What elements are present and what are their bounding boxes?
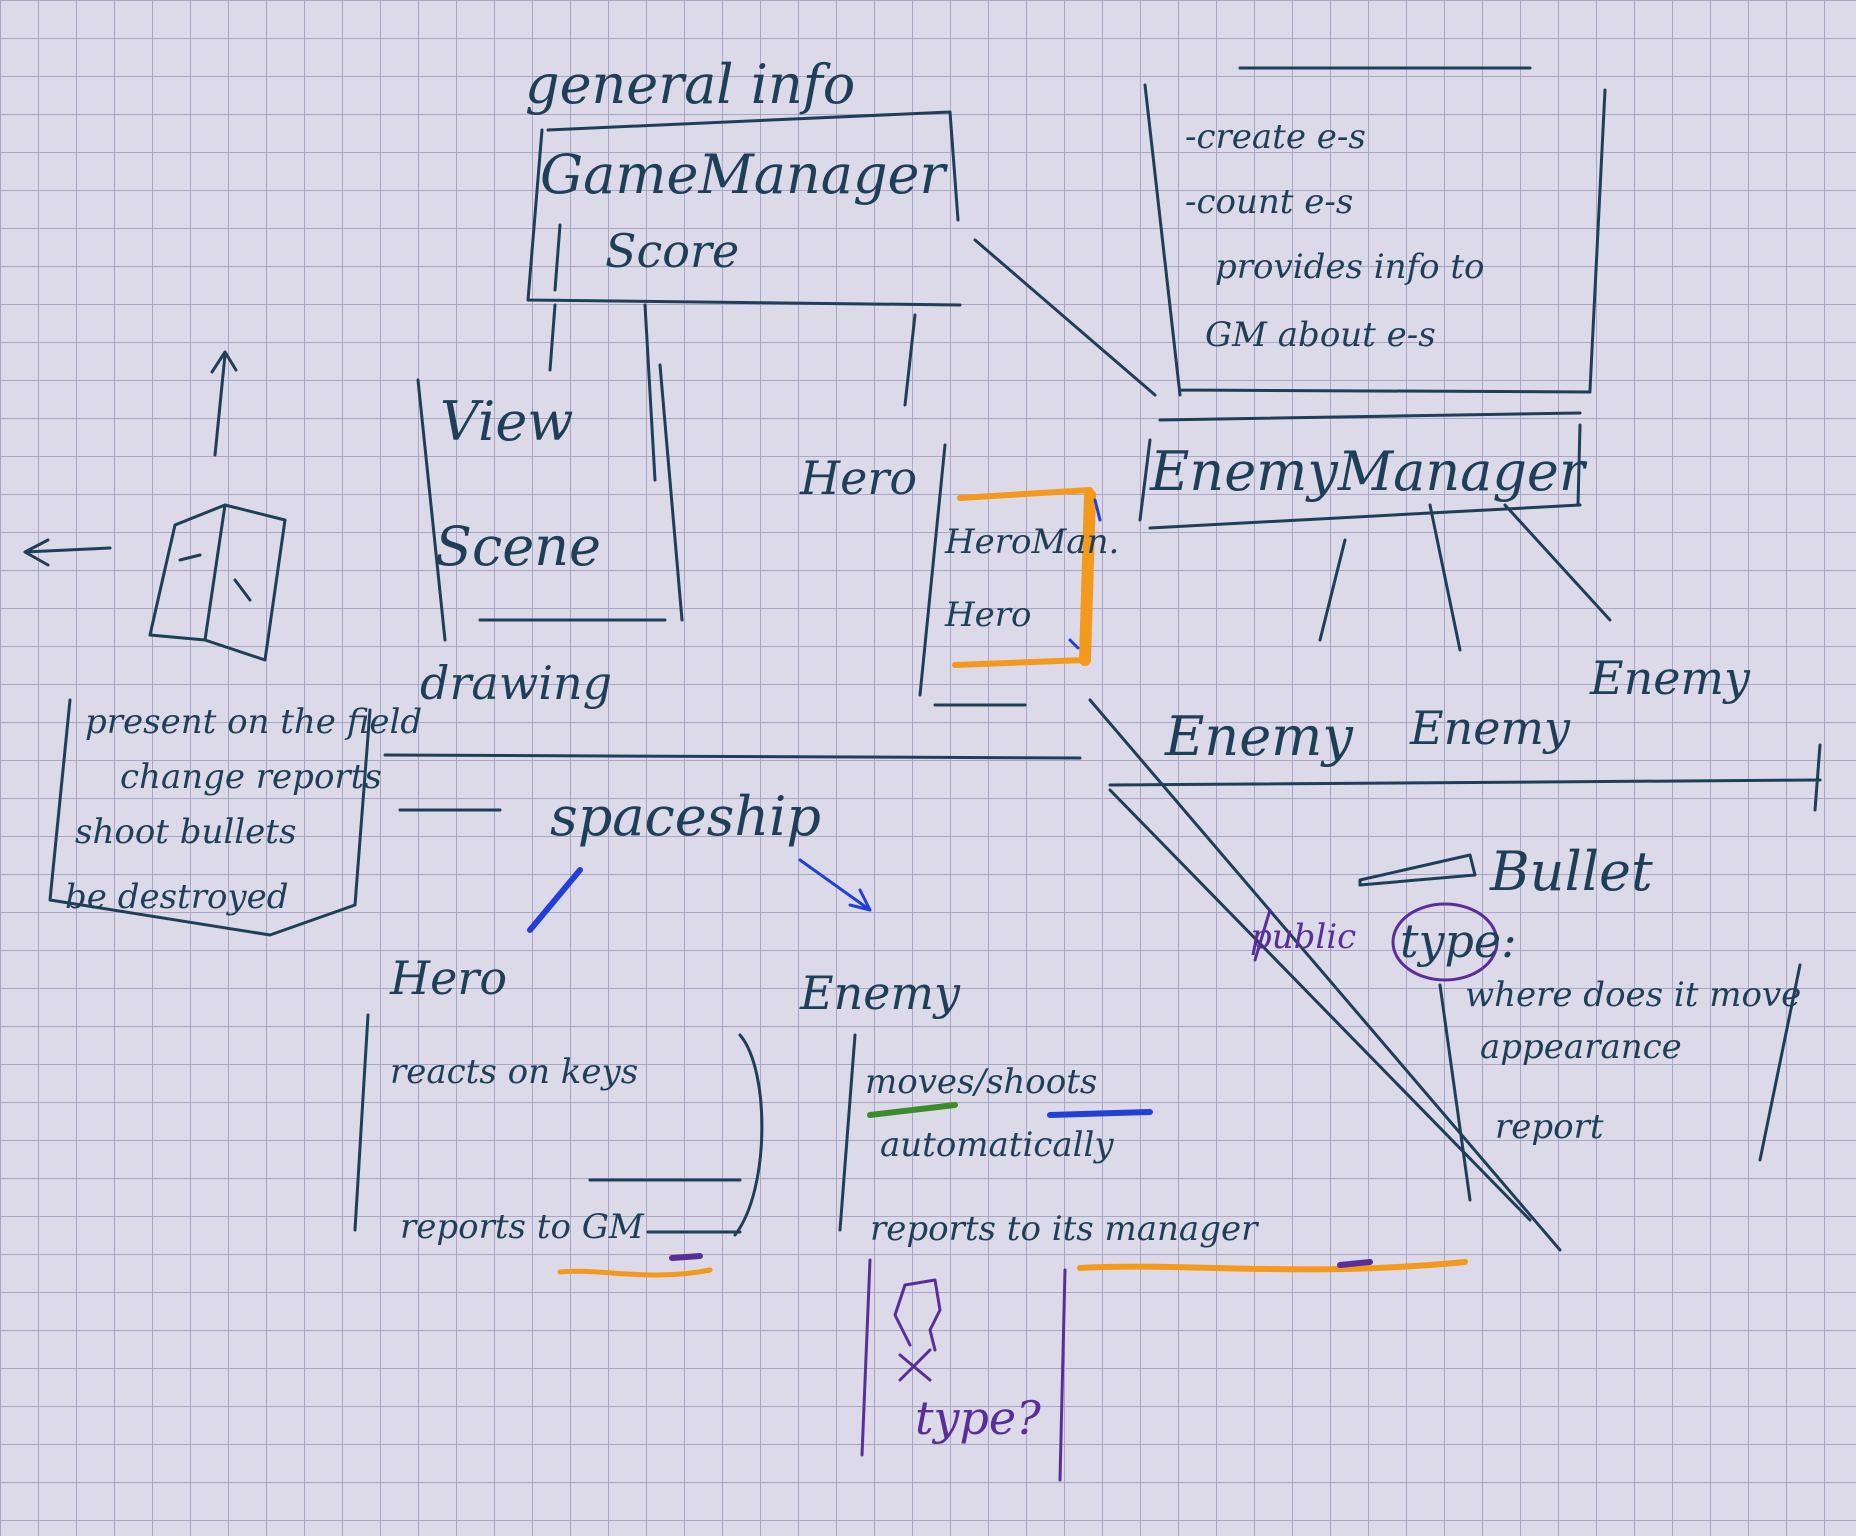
enemy-2-label: Enemy (1410, 701, 1571, 755)
type-circle (1391, 902, 1499, 982)
em-note-1: -create e-s (1185, 117, 1366, 157)
hero-manager-orange-bottom (952, 657, 1088, 668)
em-to-enemy-3 (1503, 503, 1612, 622)
public-label: public (1250, 917, 1357, 957)
hero-note-2: reports to GM (400, 1207, 644, 1247)
enemy-note-1: moves/shoots (865, 1062, 1098, 1102)
enemy-row-line (1108, 743, 1822, 812)
hero-manager-blue-corner (1068, 498, 1102, 650)
axis-up-arrow (210, 350, 238, 457)
manager-orange-underline (1077, 1259, 1468, 1273)
bullet-note-3: report (1495, 1107, 1604, 1147)
enemy-bottom-label: Enemy (800, 966, 961, 1020)
scene-label: Scene (435, 515, 601, 578)
view-scene-box (416, 363, 684, 642)
enemy-manager-box (1138, 411, 1582, 530)
em-notes-bracket (1143, 66, 1607, 397)
em-note-4: GM about e-s (1205, 315, 1436, 355)
gm-purple-mark (669, 1253, 703, 1261)
view-sketch-detail (178, 553, 252, 602)
enemy-note-3: reports to its manager (870, 1209, 1258, 1249)
view-label: View (440, 390, 574, 453)
spaceship-notes-box (48, 698, 372, 937)
game-manager-left-rule (553, 223, 562, 292)
gm-box-mark (588, 1178, 742, 1234)
type-question-label: type? (915, 1391, 1041, 1445)
hero-bottom-left-bracket (353, 1013, 370, 1232)
enemy-bottom-left-bracket (838, 1033, 857, 1232)
bullet-bracket-right (1758, 963, 1802, 1162)
gm-to-em-line (973, 238, 1157, 397)
diagonal-line-1 (1088, 698, 1562, 1252)
bullet-note-2: appearance (1480, 1027, 1682, 1067)
em-to-enemy-2 (1428, 503, 1462, 652)
hero-note-1: reacts on keys (390, 1052, 639, 1092)
hero-inner-label: Hero (945, 595, 1032, 635)
diagonal-line-2 (1108, 788, 1532, 1222)
hero-area-bracket (918, 443, 1027, 707)
game-manager-label: GameManager (540, 143, 946, 206)
gm-to-hero-line (548, 303, 557, 372)
enemy-manager-label: EnemyManager (1150, 440, 1585, 503)
enemy-3-label: Enemy (1590, 651, 1751, 705)
spaceship-note-3: shoot bullets (75, 812, 297, 852)
hero-manager-orange-top (957, 487, 1093, 501)
game-manager-box (526, 110, 962, 307)
public-underline (1253, 908, 1272, 962)
spaceship-separator (383, 753, 1082, 760)
hero-manager-label: HeroMan. (945, 522, 1120, 562)
spaceship-to-enemy-arrow (798, 858, 872, 912)
skull-sketch (893, 1278, 942, 1382)
spaceship-note-1: present on the field (85, 702, 423, 742)
manager-purple-mark (1337, 1259, 1373, 1268)
hero-manager-orange-right (1079, 489, 1096, 666)
axis-left-arrow (23, 538, 112, 567)
view-sketch-left-panel (148, 503, 227, 642)
bullet-note-1: where does it move (1465, 975, 1802, 1015)
type-question-bracket (860, 1258, 1067, 1482)
hero-top-label: Hero (800, 451, 918, 505)
spaceship-note-2: change reports (120, 757, 382, 797)
spaceship-to-hero-arrow (527, 867, 583, 933)
score-label: Score (605, 224, 740, 278)
general-info-label: general info (525, 53, 856, 116)
moves-green-underline (867, 1102, 958, 1118)
gm-to-hero-top-line (903, 313, 917, 407)
shoots-blue-underline (1047, 1109, 1153, 1118)
hero-bottom-right-bracket (733, 1033, 764, 1237)
bullet-label: Bullet (1490, 840, 1653, 903)
bullet-bracket-left (1438, 983, 1472, 1202)
em-note-3: provides info to (1215, 247, 1485, 287)
drawing-label: drawing (420, 656, 613, 710)
em-to-enemy-1 (1318, 538, 1347, 642)
bullet-shape (1358, 853, 1477, 887)
view-sketch-right-panel (203, 503, 287, 662)
gm-to-view-line (643, 303, 657, 482)
hero-bottom-label: Hero (390, 951, 508, 1005)
gm-orange-underline (557, 1267, 713, 1278)
enemy-note-2: automatically (880, 1125, 1114, 1165)
enemy-1-label: Enemy (1165, 705, 1353, 768)
spaceship-note-4: be destroyed (65, 877, 289, 917)
type-label: type: (1400, 914, 1517, 968)
em-note-2: -count e-s (1185, 182, 1354, 222)
spaceship-label: spaceship (550, 785, 822, 848)
